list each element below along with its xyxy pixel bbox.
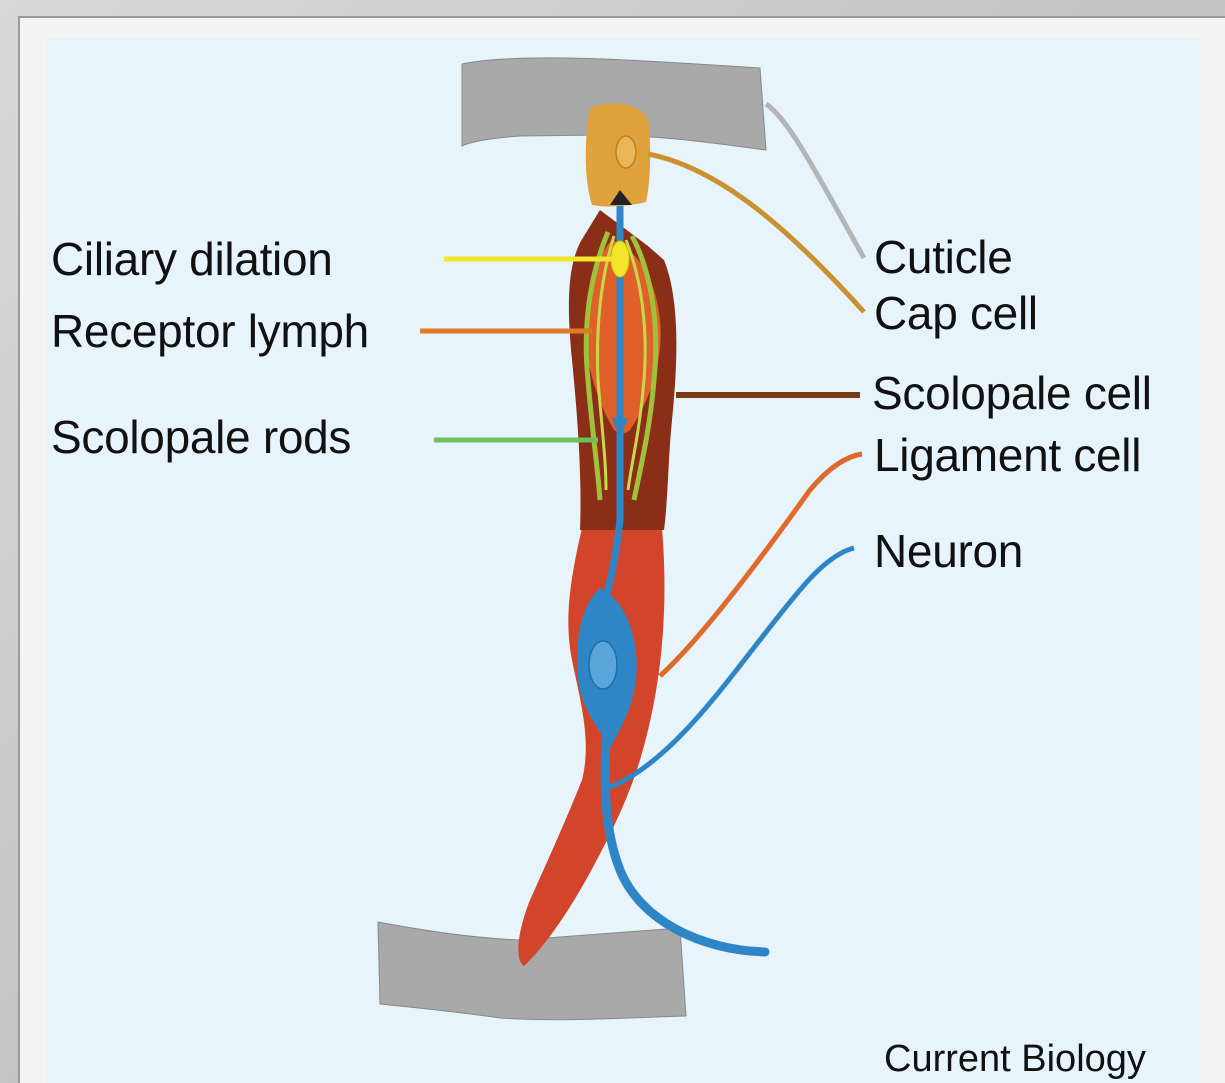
source-credit: Current Biology <box>884 1040 1146 1078</box>
label-cap-cell: Cap cell <box>874 290 1038 336</box>
neuron-nucleus <box>589 641 617 689</box>
label-neuron: Neuron <box>874 528 1023 574</box>
cap-cell-nucleus <box>616 136 636 168</box>
label-ciliary-dilation: Ciliary dilation <box>51 236 333 282</box>
label-scolopale-cell: Scolopale cell <box>872 370 1152 416</box>
label-cuticle: Cuticle <box>874 234 1013 280</box>
label-receptor-lymph: Receptor lymph <box>51 308 369 354</box>
label-ligament-cell: Ligament cell <box>874 432 1141 478</box>
label-scolopale-rods: Scolopale rods <box>51 414 351 460</box>
ciliary-dilation-mark <box>611 241 629 277</box>
